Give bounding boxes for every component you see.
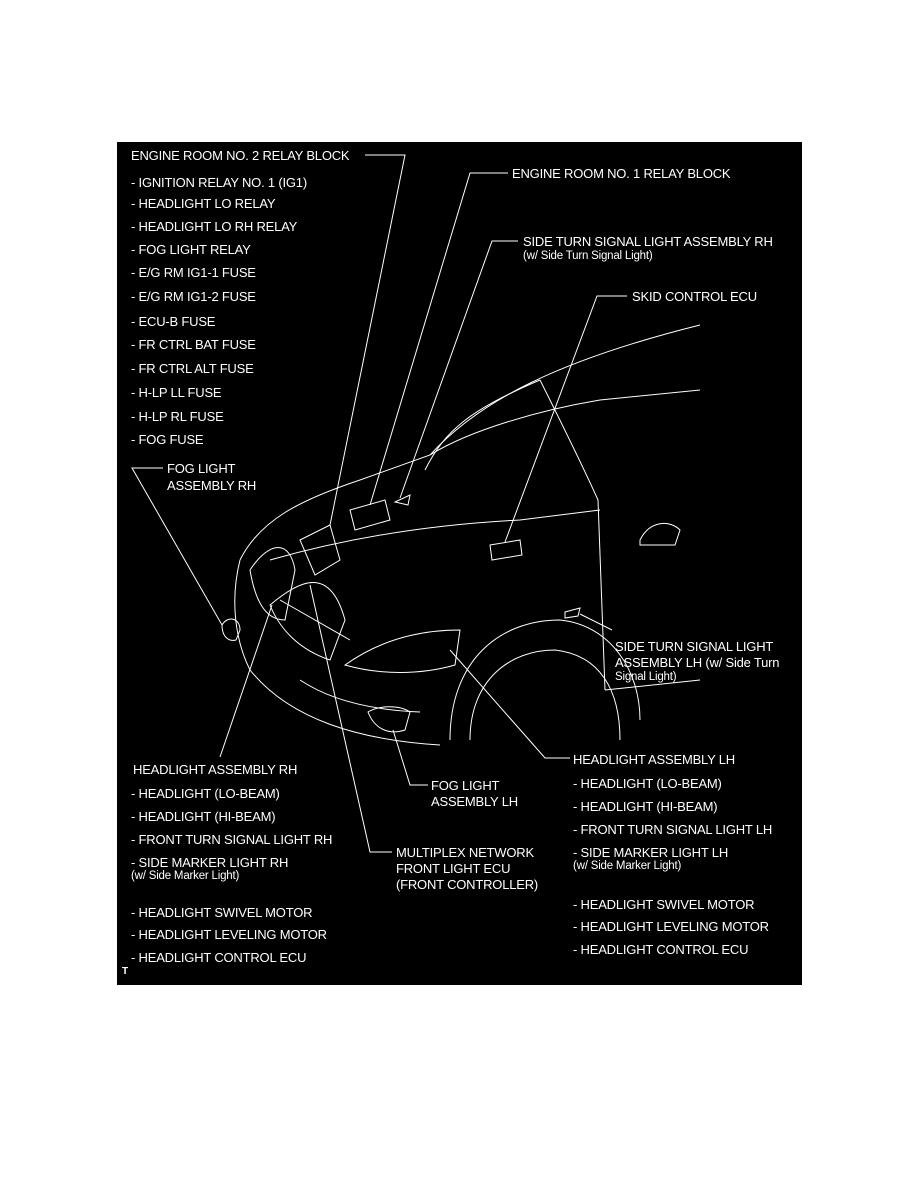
side-turn-lh-label-3: Signal Light) [615, 671, 677, 683]
side-turn-rh-note: (w/ Side Turn Signal Light) [523, 250, 653, 262]
list-item: - H-LP LL FUSE [131, 385, 222, 400]
fog-rh-label: FOG LIGHT [167, 461, 236, 476]
side-turn-lh-label-2: ASSEMBLY LH (w/ Side Turn [615, 655, 780, 670]
list-item: - FOG LIGHT RELAY [131, 242, 251, 257]
list-item: - H-LP RL FUSE [131, 409, 224, 424]
list-item: - HEADLIGHT LEVELING MOTOR [131, 927, 327, 942]
list-item: - HEADLIGHT SWIVEL MOTOR [131, 905, 313, 920]
headlight-lh-title: HEADLIGHT ASSEMBLY LH [573, 752, 735, 767]
list-item: - HEADLIGHT (HI-BEAM) [131, 809, 276, 824]
multiplex-label-3: (FRONT CONTROLLER) [396, 877, 539, 892]
side-turn-lh-label: SIDE TURN SIGNAL LIGHT [615, 639, 774, 654]
fog-rh-label-2: ASSEMBLY RH [167, 478, 257, 493]
list-item: - HEADLIGHT LO RH RELAY [131, 219, 298, 234]
list-item: - FRONT TURN SIGNAL LIGHT RH [131, 832, 333, 847]
list-item: - ECU-B FUSE [131, 314, 216, 329]
list-item: - E/G RM IG1-2 FUSE [131, 289, 256, 304]
list-item: - HEADLIGHT (LO-BEAM) [131, 786, 280, 801]
corner-mark: T [122, 966, 128, 977]
list-item: - IGNITION RELAY NO. 1 (IG1) [131, 175, 307, 190]
list-note: (w/ Side Marker Light) [131, 870, 240, 882]
list-item: - FOG FUSE [131, 432, 204, 447]
fog-lh-label: FOG LIGHT [431, 778, 500, 793]
list-item: - SIDE MARKER LIGHT RH [131, 855, 289, 870]
list-item: - SIDE MARKER LIGHT LH [573, 845, 729, 860]
list-item: - HEADLIGHT (LO-BEAM) [573, 776, 722, 791]
list-item: - HEADLIGHT LEVELING MOTOR [573, 919, 769, 934]
relay-block-2-title: ENGINE ROOM NO. 2 RELAY BLOCK [131, 148, 350, 163]
side-turn-rh-label: SIDE TURN SIGNAL LIGHT ASSEMBLY RH [523, 234, 773, 249]
list-item: - E/G RM IG1-1 FUSE [131, 265, 256, 280]
list-item: - HEADLIGHT LO RELAY [131, 196, 276, 211]
headlight-rh-title: HEADLIGHT ASSEMBLY RH [133, 762, 298, 777]
list-item: - FR CTRL BAT FUSE [131, 337, 256, 352]
list-item: - FRONT TURN SIGNAL LIGHT LH [573, 822, 773, 837]
multiplex-label-2: FRONT LIGHT ECU [396, 861, 511, 876]
relay-block-1-label: ENGINE ROOM NO. 1 RELAY BLOCK [512, 166, 731, 181]
multiplex-label: MULTIPLEX NETWORK [396, 845, 534, 860]
list-note: (w/ Side Marker Light) [573, 860, 682, 872]
list-item: - HEADLIGHT CONTROL ECU [131, 950, 307, 965]
list-item: - HEADLIGHT CONTROL ECU [573, 942, 749, 957]
fog-lh-label-2: ASSEMBLY LH [431, 794, 518, 809]
list-item: - HEADLIGHT SWIVEL MOTOR [573, 897, 755, 912]
skid-ecu-label: SKID CONTROL ECU [632, 289, 757, 304]
list-item: - FR CTRL ALT FUSE [131, 361, 254, 376]
list-item: - HEADLIGHT (HI-BEAM) [573, 799, 718, 814]
